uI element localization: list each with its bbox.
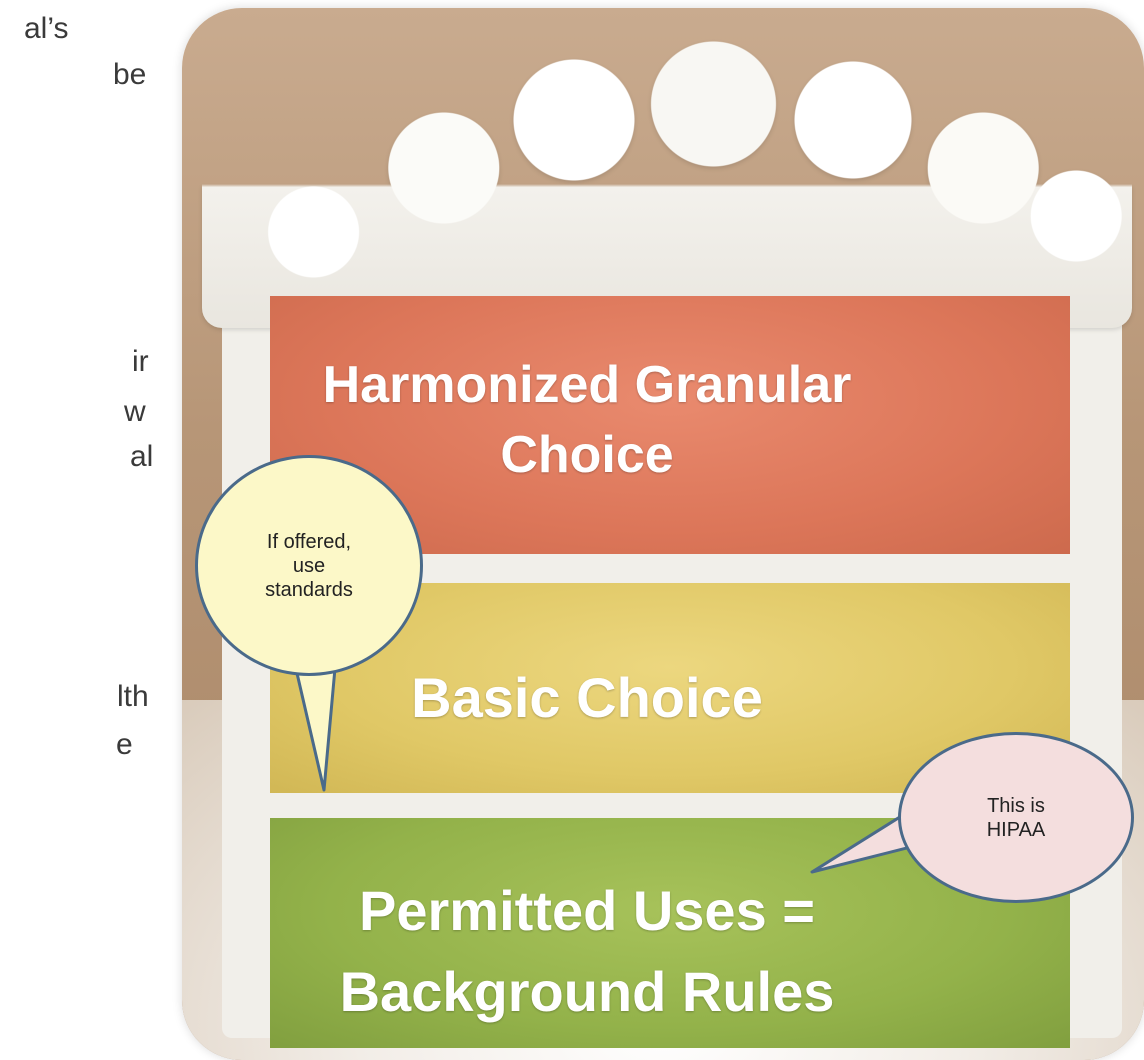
text-fragment-6: lth xyxy=(117,680,149,713)
callout-right-bubble: This is HIPAA xyxy=(898,732,1134,903)
callout-left-text: If offered, use standards xyxy=(265,530,353,601)
text-fragment-2: be xyxy=(113,58,147,91)
cake-layer-top-label: Harmonized Granular Choice xyxy=(322,356,852,485)
callout-left-bubble: If offered, use standards xyxy=(195,455,423,676)
cake-frosting-top xyxy=(202,8,1132,328)
left-text-fragments: al’s be ir w al lth e xyxy=(0,0,200,1060)
text-fragment-4: w xyxy=(124,395,146,428)
cake-layer-middle-label: Basic Choice xyxy=(411,666,763,729)
callout-right-text: This is HIPAA xyxy=(986,794,1046,841)
text-fragment-3: ir xyxy=(132,345,149,378)
cake-layer-bottom-label: Permitted Uses = Background Rules xyxy=(339,879,835,1024)
text-fragment-5: al xyxy=(130,440,154,473)
text-fragment-1: al’s xyxy=(24,12,69,45)
text-fragment-7: e xyxy=(116,728,133,761)
